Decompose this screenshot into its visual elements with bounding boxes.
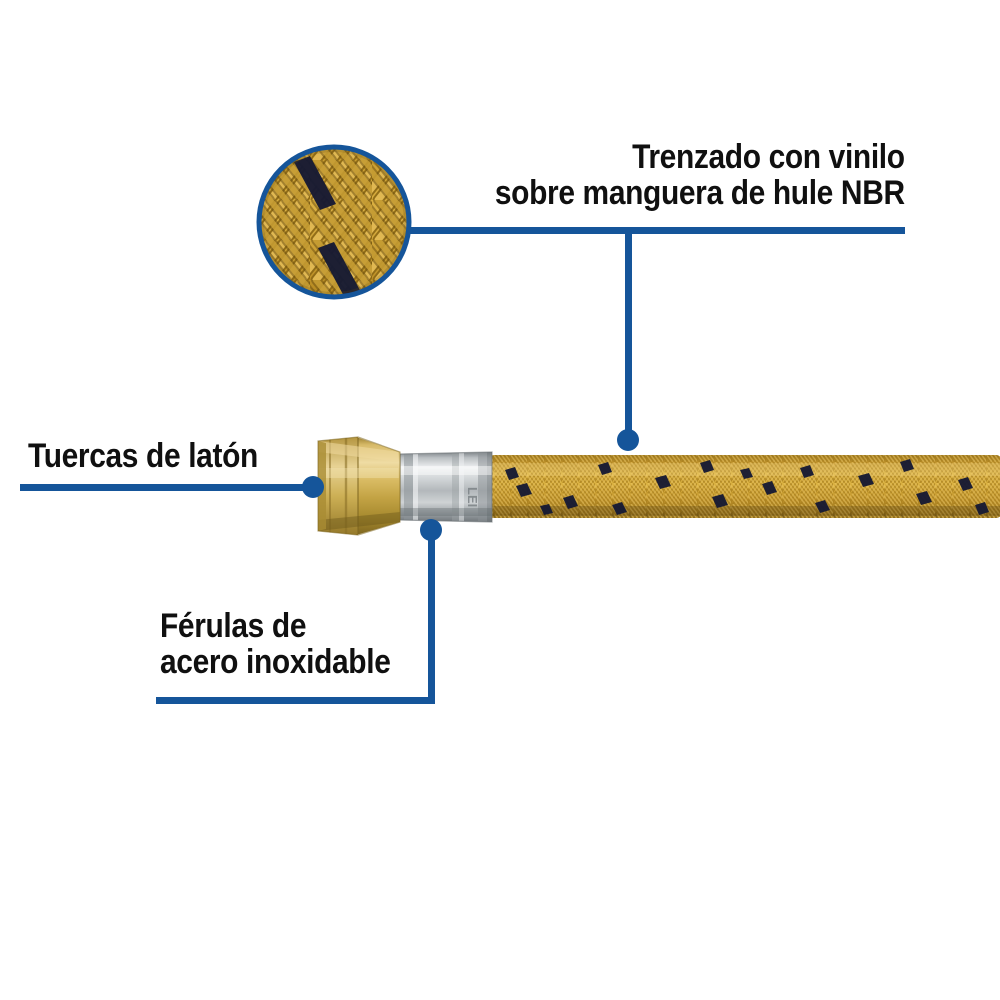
steel-ferrule: LEI [399,451,493,523]
hose-braid [488,455,1000,518]
callout-ferrules-line1: Férulas de [160,607,307,645]
leader-ferrules-dot [420,519,442,541]
leader-ferrules-riser [428,530,435,700]
leader-braid-underline [410,227,905,234]
callout-ferrules-line2: acero inoxidable [160,643,391,682]
callout-braid-line2: sobre manguera de hule NBR [495,174,905,213]
callout-nuts-line1: Tuercas de latón [28,437,258,475]
callout-braid-line1: Trenzado con vinilo [632,138,905,176]
braid-detail-circle [256,144,412,300]
leader-nuts-dot [302,476,324,498]
leader-braid-dot [617,429,639,451]
svg-text:LEI: LEI [465,487,480,507]
brass-nut [317,436,401,536]
leader-nuts-underline [20,484,308,491]
callout-label-nuts: Tuercas de latón [28,438,258,474]
leader-braid-drop [625,230,632,440]
leader-ferrules-underline [156,697,435,704]
